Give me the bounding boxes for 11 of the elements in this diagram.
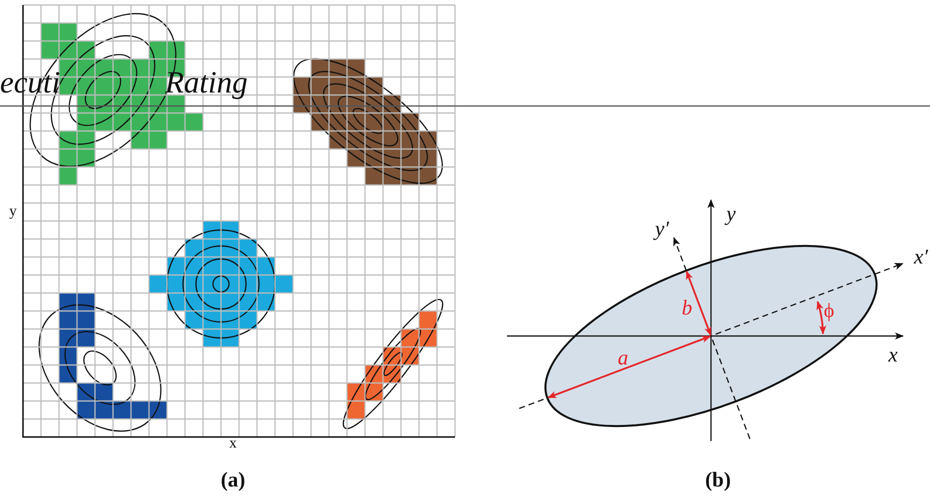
panel-label: (a) (220, 470, 246, 490)
axis-label: y (9, 204, 17, 220)
dimension-label: b (682, 298, 692, 318)
dimension-label: a (618, 348, 628, 368)
axis-label: x (229, 436, 237, 452)
panel-label: (b) (705, 470, 731, 490)
angle-label: ϕ (824, 301, 834, 321)
axis-label: y′ (655, 218, 669, 240)
axis-label: x (888, 344, 898, 366)
axis-label: y (726, 204, 736, 224)
axis-label: x′ (914, 246, 928, 268)
